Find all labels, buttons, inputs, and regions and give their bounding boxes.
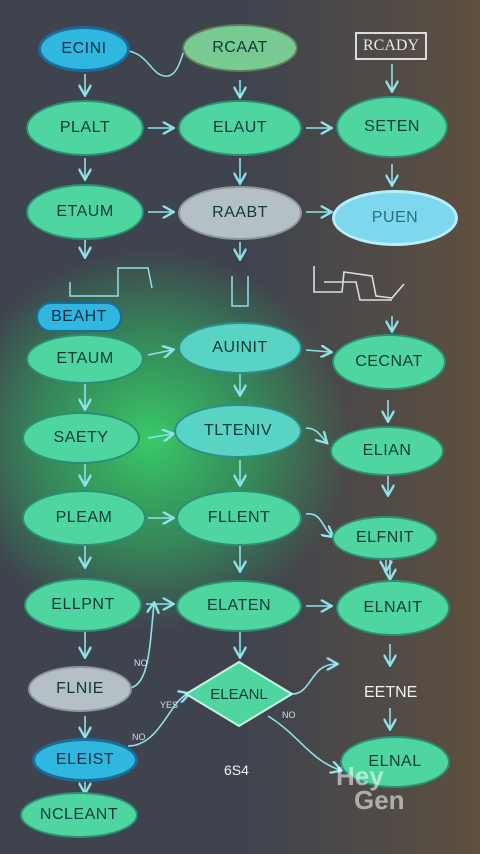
edge-label-no-right: NO <box>282 710 296 720</box>
node-ellpnt: ELLPNT <box>24 578 142 632</box>
node-seten: SETEN <box>336 96 448 158</box>
heygen-watermark: Hey Gen <box>336 761 405 815</box>
node-eleist: ELEIST <box>32 738 138 782</box>
node-6s4: 6S4 <box>224 762 249 778</box>
watermark-line-1: Hey <box>336 761 384 791</box>
node-raabt: RAABT <box>178 186 302 240</box>
node-elnait: ELNAIT <box>336 580 450 636</box>
decision-diamond: ELEANL <box>184 660 294 728</box>
watermark-line-2: Gen <box>354 785 405 815</box>
node-elaten: ELATEN <box>176 580 302 632</box>
node-elian: ELIAN <box>330 426 444 476</box>
edge-label-no-left: NO <box>134 658 148 668</box>
node-pleam: PLEAM <box>22 490 146 546</box>
node-fllent: FLLENT <box>176 490 302 546</box>
node-plalt: PLALT <box>26 100 144 156</box>
node-ncleant: NCLEANT <box>20 792 138 838</box>
node-auinit: AUINIT <box>178 322 302 374</box>
node-elaut: ELAUT <box>178 100 302 156</box>
diamond-shape <box>184 660 294 728</box>
edge-label-yes: YES <box>160 700 179 710</box>
node-etaum-1: ETAUM <box>26 184 144 240</box>
node-beaht: BEAHT <box>36 302 122 332</box>
node-saety: SAETY <box>22 412 140 464</box>
node-rcaat: RCAAT <box>182 24 298 72</box>
node-tltenv: TLTENIV <box>174 404 302 458</box>
node-puen: PUEN <box>332 190 458 246</box>
node-elfnit: ELFNIT <box>332 516 438 560</box>
node-elnal: ELNAL <box>340 736 450 788</box>
diamond-label: ELEANL <box>210 685 268 703</box>
node-rcady: RCADY <box>355 32 427 60</box>
node-flnie: FLNIE <box>28 666 132 712</box>
edge-label-no-mid: NO <box>132 732 146 742</box>
node-cecnat: CECNAT <box>332 334 446 390</box>
node-ecini: ECINI <box>38 26 130 72</box>
node-eetne: EETNE <box>364 684 418 701</box>
node-etaum-2: ETAUM <box>26 334 144 384</box>
